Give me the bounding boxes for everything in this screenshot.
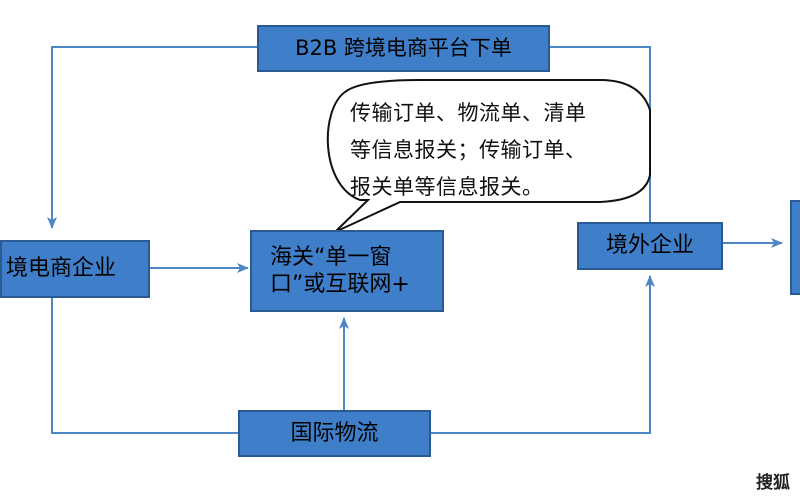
callout-bubble (326, 79, 651, 233)
customs-line-2: 口”或互联网+ (270, 272, 410, 297)
callout-line-3: 报关单等信息报关。 (350, 175, 544, 199)
box-right-edge-partial (790, 200, 800, 295)
connector-left-to-logistics (51, 298, 238, 434)
connector-top-to-left (47, 46, 257, 229)
box-b2b-platform-order: B2B 跨境电商平台下单 (257, 25, 550, 72)
box-overseas-enterprise: 境外企业 (577, 222, 723, 270)
watermark-logo: 搜狐 (756, 473, 790, 493)
box-international-logistics: 国际物流 (238, 410, 431, 457)
customs-line-1: 海关“单一窗 (270, 244, 392, 270)
connector-logistics-to-overseas (431, 275, 655, 434)
callout-text: 传输订单、物流单、清单 等信息报关；传输订单、 报关单等信息报关。 (350, 95, 620, 206)
callout-line-1: 传输订单、物流单、清单 (350, 101, 587, 125)
box-cross-border-ecommerce-enterprise: 境电商企业 (0, 240, 150, 298)
callout-line-2: 等信息报关；传输订单、 (350, 138, 587, 162)
box-customs-single-window: 海关“单一窗 口”或互联网+ (250, 230, 444, 312)
